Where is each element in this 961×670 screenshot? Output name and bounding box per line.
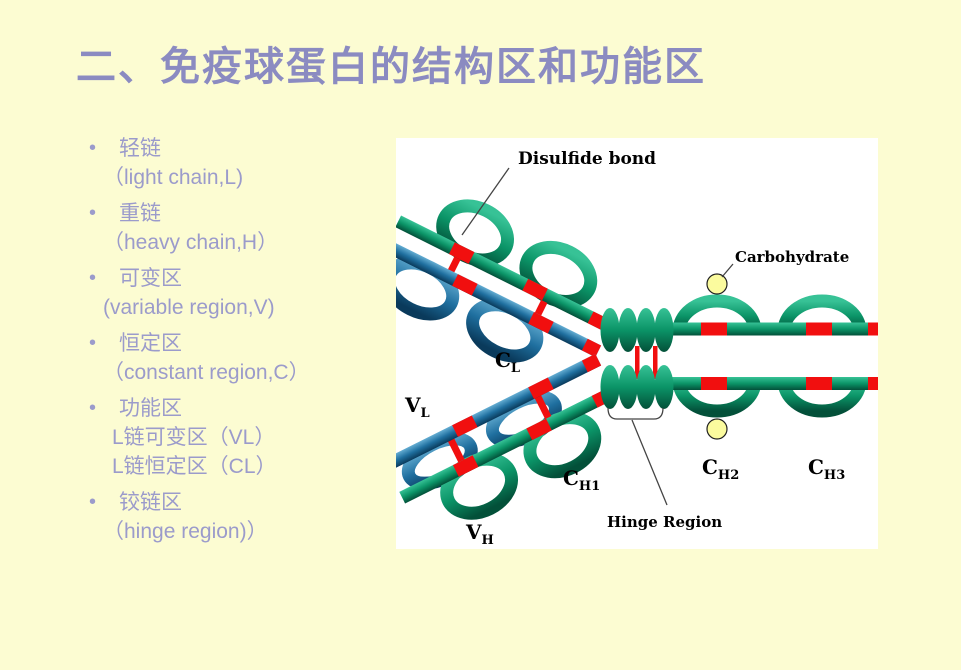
bullet-subtext: （constant region,C） [103, 361, 310, 384]
interchain-disulfide [533, 297, 549, 319]
carbohydrate-dot [706, 273, 728, 295]
leader-line [721, 263, 734, 278]
hinge-region-coils [600, 308, 674, 409]
bullet-icon: • [89, 267, 97, 289]
vh-label: VH [465, 520, 494, 548]
bullet-text: 功能区 [119, 397, 182, 420]
bullet-text: 轻链 [119, 137, 161, 160]
intrachain-disulfide [806, 377, 832, 390]
ch3-domain-loop [777, 294, 867, 332]
hinge-disulfide [635, 346, 640, 379]
list-item: • 轻链 （light chain,L) [86, 134, 398, 192]
antibody-structure-diagram: Disulfide bond Carbohydrate Hinge Region… [396, 138, 878, 549]
intrachain-disulfide [581, 353, 602, 373]
ch2-label: CH2 [702, 455, 739, 483]
antibody-structure-svg: Disulfide bond Carbohydrate Hinge Region… [396, 149, 878, 548]
list-item: • 功能区 L链可变区（VL） L链恒定区（CL） [86, 394, 398, 481]
carbohydrate-label: Carbohydrate [735, 248, 849, 266]
intrachain-disulfide [528, 312, 554, 334]
hinge-coil [654, 365, 674, 409]
intrachain-disulfide [868, 377, 878, 390]
vl-label: VL [404, 393, 430, 421]
intrachain-disulfide [868, 322, 878, 336]
bullet-icon: • [89, 137, 97, 159]
interchain-disulfide [447, 438, 465, 463]
hinge-coil [618, 308, 638, 352]
ch2-domain-loop [672, 380, 762, 418]
bullet-subtext: (variable region,V) [103, 296, 275, 319]
list-item: • 铰链区 （hinge region)） [86, 488, 398, 546]
bullet-text: 重链 [119, 202, 161, 225]
heavy-chain-bar [666, 377, 878, 390]
intrachain-disulfide [701, 377, 727, 390]
hinge-region-label: Hinge Region [607, 513, 722, 531]
ch1-label: CH1 [563, 466, 600, 494]
intrachain-disulfide [522, 278, 548, 301]
bullet-list: • 轻链 （light chain,L) • 重链 （heavy chain,H… [86, 134, 398, 553]
hinge-coil [600, 308, 620, 352]
leader-line [461, 167, 510, 236]
bullet-subtext: （light chain,L) [103, 166, 244, 189]
ch3-domain-loop [777, 380, 867, 418]
bullet-icon: • [89, 332, 97, 354]
ch3-label: CH3 [808, 455, 845, 483]
bullet-icon: • [89, 397, 97, 419]
interchain-disulfide [446, 254, 462, 276]
disulfide-bond-label: Disulfide bond [518, 149, 656, 169]
lower-arm [396, 353, 611, 520]
interchain-disulfide [534, 394, 552, 420]
intrachain-disulfide [526, 418, 552, 441]
list-item: • 重链 （heavy chain,H） [86, 199, 398, 257]
hinge-coil [636, 308, 656, 352]
slide-title: 二、免疫球蛋白的结构区和功能区 [76, 44, 706, 89]
bullet-text: 恒定区 [119, 332, 182, 355]
heavy-chain-bar [666, 322, 878, 336]
heavy-chain-bar [396, 215, 607, 330]
leader-line [631, 419, 668, 506]
intrachain-disulfide [448, 242, 475, 264]
bullet-subtext: L链恒定区（CL） [112, 455, 277, 478]
intrachain-disulfide [452, 274, 478, 296]
intrachain-disulfide [581, 338, 602, 358]
list-item: • 可变区 (variable region,V) [86, 264, 398, 322]
bullet-text: 可变区 [119, 267, 182, 290]
intrachain-disulfide [452, 455, 479, 477]
hinge-coil [618, 365, 638, 409]
fc-region [666, 294, 878, 418]
hinge-disulfide [653, 346, 658, 379]
intrachain-disulfide [528, 377, 554, 399]
cl-label: CL [495, 348, 520, 376]
ch2-domain-loop [672, 294, 762, 332]
carbohydrate-dot [706, 418, 728, 440]
intrachain-disulfide [452, 415, 478, 437]
hinge-coil [600, 365, 620, 409]
upper-arm [396, 199, 607, 363]
bullet-icon: • [89, 202, 97, 224]
bullet-subtext: L链可变区（VL） [112, 426, 276, 449]
bullet-text: 铰链区 [119, 491, 182, 514]
intrachain-disulfide [701, 322, 727, 336]
bullet-icon: • [89, 491, 97, 513]
bullet-subtext: （hinge region)） [103, 520, 268, 543]
hinge-coil [654, 308, 674, 352]
bullet-subtext: （heavy chain,H） [103, 231, 279, 254]
intrachain-disulfide [806, 322, 832, 336]
hinge-bracket [607, 407, 664, 420]
heavy-chain-bar [399, 389, 611, 504]
hinge-coil [636, 365, 656, 409]
list-item: • 恒定区 （constant region,C） [86, 329, 398, 387]
